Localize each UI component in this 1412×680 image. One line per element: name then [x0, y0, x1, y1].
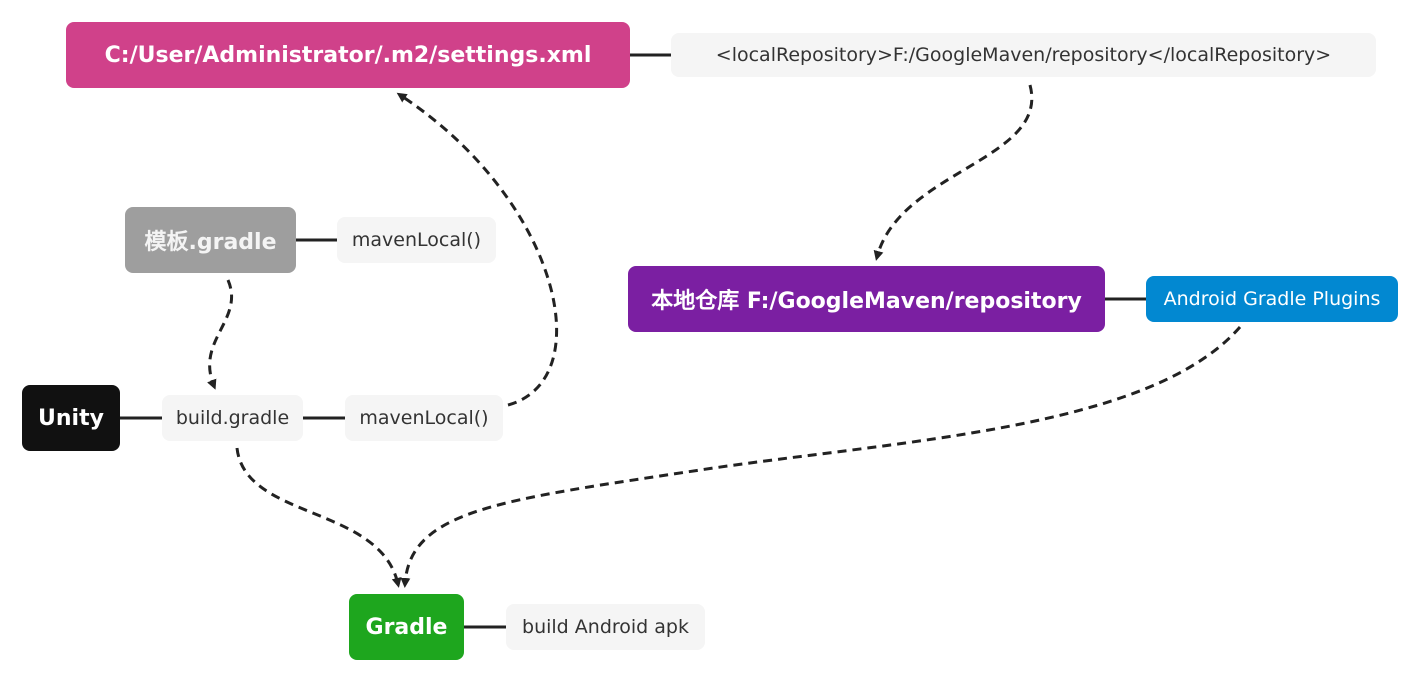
settings-node[interactable]: C:/User/Administrator/.m2/settings.xml — [66, 22, 630, 88]
local-repo-node[interactable]: 本地仓库 F:/GoogleMaven/repository — [628, 266, 1105, 332]
gradle-node[interactable]: Gradle — [349, 594, 464, 660]
mavenlocal-to-settings-arrow — [396, 92, 559, 407]
build-gradle-node[interactable]: build.gradle — [162, 395, 303, 441]
android-gradle-plugins-node[interactable]: Android Gradle Plugins — [1146, 276, 1398, 322]
build-apk-node[interactable]: build Android apk — [506, 604, 705, 650]
template-gradle-node[interactable]: 模板.gradle — [125, 207, 296, 273]
template-to-buildgradle-arrow — [207, 279, 234, 390]
buildgradle-to-gradle-arrow — [235, 447, 402, 588]
local-repository-tag-node[interactable]: <localRepository>F:/GoogleMaven/reposito… — [671, 33, 1376, 77]
build-mavenlocal-node[interactable]: mavenLocal() — [345, 395, 503, 441]
plugins-to-gradle-arrow — [400, 326, 1242, 588]
tag-to-localrepo-arrow — [873, 84, 1034, 261]
template-mavenlocal-node[interactable]: mavenLocal() — [337, 217, 496, 263]
unity-node[interactable]: Unity — [22, 385, 120, 451]
